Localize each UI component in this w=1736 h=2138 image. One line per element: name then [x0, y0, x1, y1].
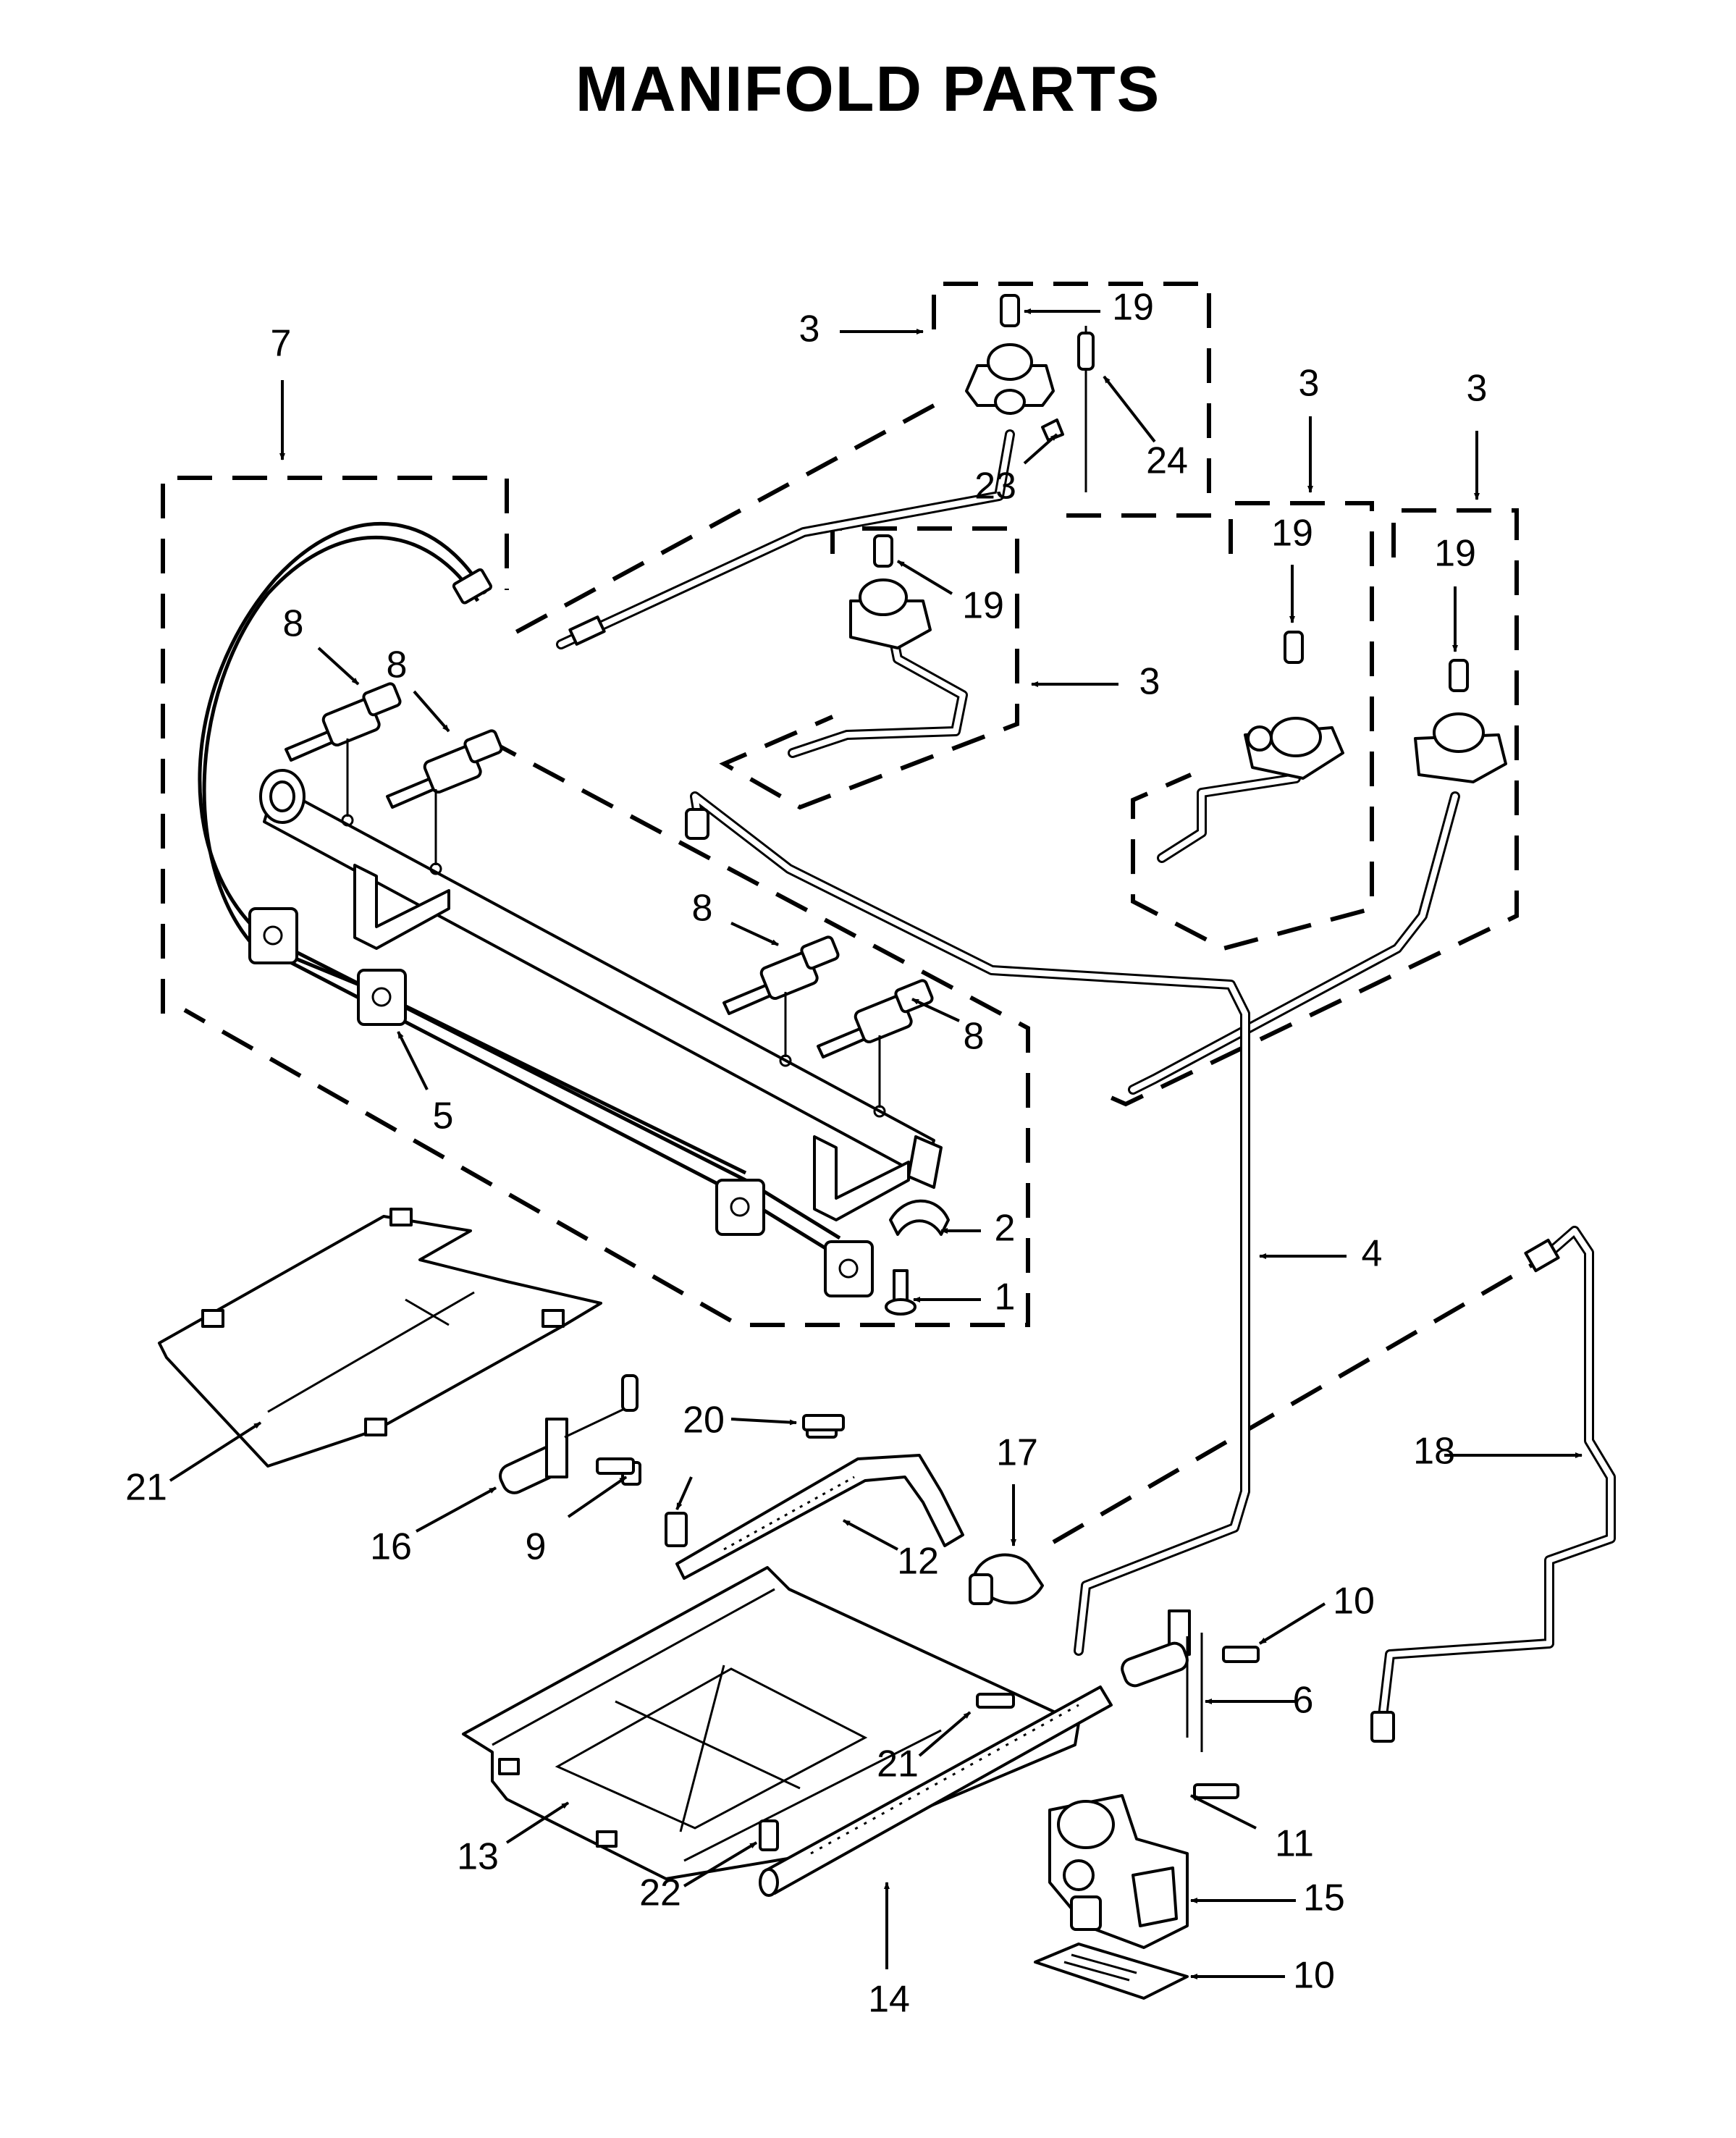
- heat-shield-20: [158, 1208, 602, 1468]
- leader-lines: [169, 308, 1583, 1979]
- callout-2: 2: [995, 1208, 1016, 1250]
- dashed-group-right-valve-1: [1131, 501, 1374, 951]
- page-title: MANIFOLD PARTS: [575, 53, 1161, 125]
- wire-harness: [198, 521, 874, 1297]
- screws-lower: [596, 1414, 1260, 1851]
- dashed-group-top-valve: [505, 282, 1211, 639]
- callout-3: 3: [1139, 661, 1160, 703]
- callout-5: 5: [433, 1095, 454, 1137]
- orifice-valve-8a: [285, 682, 402, 817]
- callout-16: 16: [370, 1526, 412, 1568]
- callout-3: 3: [1467, 368, 1488, 410]
- igniter-16: [499, 1374, 641, 1494]
- orifice-valve-8b: [386, 729, 503, 865]
- top-burner-valve: [556, 294, 1095, 649]
- bake-burner-14: [759, 1685, 1113, 1897]
- callout-8: 8: [283, 603, 304, 645]
- screw: [885, 1269, 917, 1316]
- callout-17: 18: [1413, 1431, 1455, 1473]
- fitting-18: [969, 1553, 1044, 1605]
- callout-23: 23: [974, 466, 1016, 508]
- callout-15: 15: [1303, 1877, 1345, 1919]
- callout-19: 19: [1112, 287, 1154, 329]
- dashed-group-right-valve-2: [1092, 508, 1519, 1107]
- callout-8: 8: [692, 888, 713, 930]
- callout-14: 14: [868, 1979, 910, 2021]
- right-burner-valve-1: [1157, 631, 1344, 863]
- callout-4: 4: [1362, 1233, 1383, 1275]
- label-9: [1034, 1943, 1189, 2000]
- center-burner-valve: [788, 534, 968, 758]
- callout-12: 12: [897, 1541, 939, 1583]
- callout-8: 8: [387, 644, 408, 686]
- callout-8: 8: [964, 1016, 985, 1058]
- dashed-group-center-valve: [719, 526, 1019, 810]
- callout-19: 19: [1271, 513, 1313, 555]
- gas-tube-17: [1370, 1226, 1616, 1743]
- callout-24: 24: [1146, 440, 1188, 482]
- callout-18: 17: [996, 1432, 1038, 1474]
- manifold-pipe: [259, 769, 943, 1221]
- gas-valve-15: [1048, 1794, 1189, 1949]
- callout-13: 13: [457, 1836, 499, 1878]
- callout-10: 9: [526, 1526, 547, 1568]
- right-burner-valve-2: [1128, 659, 1507, 1095]
- callout-20: 21: [125, 1467, 167, 1509]
- callout-19: 19: [962, 585, 1004, 627]
- callout-10: 10: [1333, 1581, 1375, 1623]
- orifice-valve-8d: [817, 979, 934, 1108]
- callout-22: 22: [639, 1872, 681, 1914]
- callout-6: 6: [1293, 1680, 1314, 1722]
- callout-labels: 3 19 24 23 7 3 3 19 19 19 3 8 8 8 8 5 2 …: [125, 287, 1487, 2021]
- bracket-6: [1121, 1609, 1203, 1752]
- clamp: [889, 1199, 950, 1236]
- callout-11: 11: [1275, 1823, 1314, 1865]
- gas-tube-4: [685, 791, 1250, 1656]
- callout-19: 19: [1434, 533, 1476, 575]
- callout-1: 1: [995, 1276, 1016, 1318]
- callout-7: 7: [271, 323, 292, 365]
- callout-9: 10: [1293, 1955, 1335, 1997]
- callout-21: 21: [877, 1743, 919, 1785]
- orifice-valve-8c: [722, 935, 840, 1057]
- callout-3: 3: [799, 308, 820, 350]
- callout-21: 20: [683, 1400, 725, 1442]
- dashed-group-manifold: [161, 476, 1030, 1327]
- dashed-gas-line: [1052, 1261, 1536, 1544]
- callout-3: 3: [1299, 363, 1320, 405]
